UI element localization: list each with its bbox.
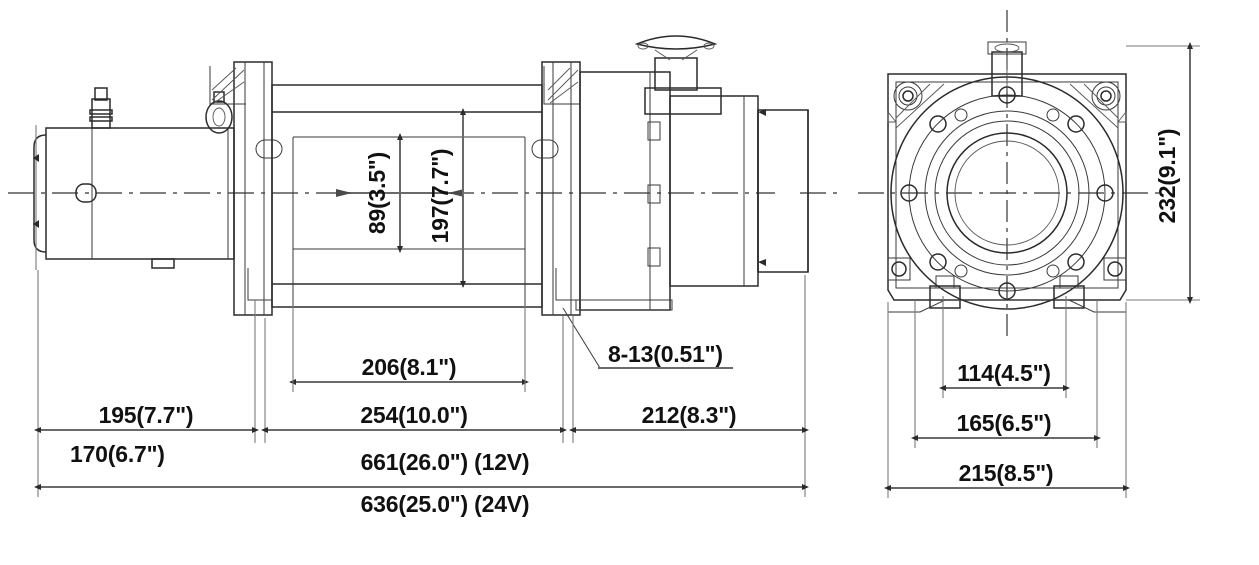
drum-bore-inner-circle xyxy=(954,140,1060,246)
flange-left-slot xyxy=(255,139,283,159)
clutch-base-step xyxy=(644,87,722,115)
flange-right-gusset xyxy=(543,66,580,105)
dim-label-end-height: 232(9.1") xyxy=(1154,129,1180,224)
corner-bolt-pad-bottom-right xyxy=(1103,257,1127,281)
fin-centre-gap xyxy=(775,186,797,194)
dim-label-overall-12v: 661(26.0") (12V) xyxy=(361,449,530,475)
dim-end-height: 232(9.1") xyxy=(1126,42,1200,304)
end-housing-outline xyxy=(887,73,1127,301)
inner-bolt-hole xyxy=(1046,108,1060,122)
bolt-hole xyxy=(1067,253,1085,271)
dim-label-drum-inner-dia: 89(3.5") xyxy=(364,152,390,234)
gearbox-base-rail xyxy=(575,299,673,311)
end-housing-inner-outline xyxy=(895,81,1119,289)
flange-right-slot xyxy=(531,139,559,159)
dim-bolt-spacing-inner: 114(4.5") xyxy=(939,360,1070,391)
dim-label-motor-body-length: 170(6.7") xyxy=(70,441,165,467)
dim-end-width: 215(8.5") xyxy=(884,460,1130,491)
bolt-hole xyxy=(1096,184,1114,202)
end-mounting-feet xyxy=(929,275,1085,309)
motor-end-cap xyxy=(33,134,47,253)
note-label-mount-holes: 8-13(0.51") xyxy=(608,341,723,367)
bolt-hole xyxy=(929,253,947,271)
finned-end-cap xyxy=(757,109,809,273)
motor-terminal-post xyxy=(89,87,113,129)
dim-label-motor-length: 195(7.7") xyxy=(99,402,194,428)
flange-right-foot xyxy=(555,268,580,301)
dim-overall-12v: 661(26.0") (12V) xyxy=(34,449,809,490)
gearbox-boss-mid xyxy=(647,184,661,204)
mount-foot-left xyxy=(929,285,961,309)
dim-label-gearbox-length: 212(8.3") xyxy=(642,402,737,428)
bolt-hole xyxy=(929,115,947,133)
motor-assembly xyxy=(33,87,235,270)
drum-outer-circle xyxy=(924,110,1090,276)
clutch-handle[interactable] xyxy=(634,35,718,61)
motor-shaft-boss xyxy=(75,183,97,203)
motor-terminal-secondary xyxy=(205,91,233,134)
gearbox-boss-upper xyxy=(647,121,661,141)
clutch-lever-stem xyxy=(654,57,698,91)
inner-bolt-pattern xyxy=(954,108,1060,278)
corner-bolt-pad-bottom-left xyxy=(887,257,911,281)
dim-label-overall-24v: 636(25.0") (24V) xyxy=(361,491,530,517)
drum-ring-circle xyxy=(934,120,1080,266)
dim-label-drum-width: 206(8.1") xyxy=(362,354,457,380)
motor-end-arrow-marks xyxy=(33,125,39,270)
end-elevation-view: 232(9.1") 114(4.5") 165(6.5") xyxy=(858,10,1200,498)
flange-bolt-circle xyxy=(908,94,1106,292)
flange-left-gusset xyxy=(209,66,246,105)
bolt-hole xyxy=(1067,115,1085,133)
note-mount-holes: 8-13(0.51") xyxy=(562,307,733,369)
corner-gussets xyxy=(895,83,1119,129)
dim-label-drum-outer-dia: 197(7.7") xyxy=(427,149,453,244)
gearbox-housing xyxy=(575,35,759,311)
bolt-hole xyxy=(900,184,918,202)
dim-chain-row: 195(7.7") 254(10.0") 212(8.3") xyxy=(34,402,809,433)
inner-bolt-hole xyxy=(1046,264,1060,278)
flange-left-foot xyxy=(247,268,272,301)
dim-drum-outer-dia: 197(7.7") xyxy=(427,108,466,288)
drum-bore-circle xyxy=(946,132,1068,254)
end-view-extension-lines xyxy=(887,296,1127,498)
gearbox-boss-lower xyxy=(647,247,661,267)
dim-label-drum-section-length: 254(10.0") xyxy=(360,402,467,428)
inner-bolt-hole xyxy=(954,108,968,122)
corner-bolt-pad-top-left xyxy=(887,81,923,123)
dim-label-bolt-spacing-mid: 165(6.5") xyxy=(957,410,1052,436)
dim-bolt-spacing-mid: 165(6.5") xyxy=(911,410,1101,441)
mount-foot-right xyxy=(1053,285,1085,309)
bolt-hole xyxy=(998,282,1016,300)
dim-label-end-width: 215(8.5") xyxy=(959,460,1054,486)
dim-drum-width: 206(8.1") xyxy=(289,354,529,385)
dim-label-bolt-spacing-inner: 114(4.5") xyxy=(957,360,1051,386)
corner-bolt-pad-top-right xyxy=(1091,81,1127,123)
side-elevation-view: 89(3.5") 197(7.7") 206(8.1") 8-13(0.51") xyxy=(8,35,840,517)
drum-flange-left xyxy=(209,61,283,316)
dim-drum-inner-dia: 89(3.5") xyxy=(336,133,464,253)
motor-foot xyxy=(151,258,175,269)
inner-bolt-hole xyxy=(954,264,968,278)
side-view-extension-lines xyxy=(37,270,806,497)
end-clutch-boss xyxy=(987,41,1027,97)
